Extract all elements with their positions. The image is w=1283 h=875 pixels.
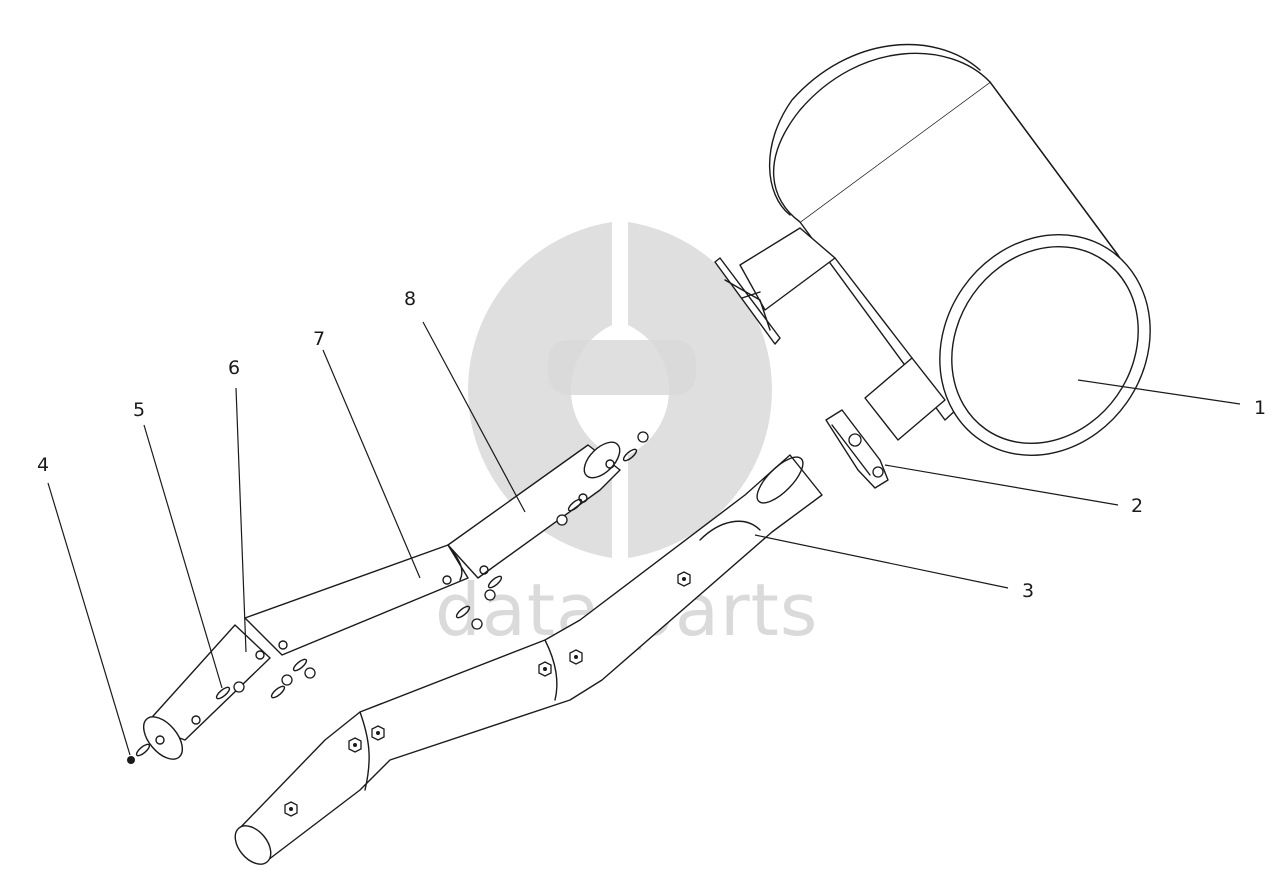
- muffler-front-rim: [939, 234, 1151, 456]
- callout-label-3: 3: [1022, 580, 1034, 602]
- callout-label-7: 7: [313, 328, 325, 350]
- watermark-logo-bar: [548, 340, 696, 395]
- leader-4: [47, 482, 131, 756]
- part-pipe-middle: [244, 544, 496, 686]
- leader-1: [1077, 379, 1241, 405]
- part-clamp: [825, 409, 889, 489]
- watermark-logo-right: [628, 222, 773, 558]
- muffler-flange: [714, 257, 781, 345]
- muffler-back-rim: [773, 52, 991, 223]
- callout-label-2: 2: [1131, 495, 1143, 517]
- callout-label-8: 8: [404, 288, 416, 310]
- leader-2: [884, 464, 1119, 506]
- callout-label-5: 5: [133, 399, 145, 421]
- leader-8: [422, 321, 526, 513]
- part-tailpipe: [234, 454, 823, 865]
- callout-label-1: 1: [1254, 397, 1266, 419]
- leader-5: [143, 424, 223, 689]
- callout-label-4: 4: [37, 454, 49, 476]
- part-muffler: [714, 43, 1151, 456]
- fasteners: [127, 448, 638, 764]
- leader-3: [754, 534, 1009, 589]
- callout-label-6: 6: [228, 357, 240, 379]
- callout-leaders: [47, 321, 1241, 756]
- callout-labels: 1 2 3 4 5 6 7 8: [37, 288, 1266, 602]
- leader-7: [322, 349, 421, 579]
- part-pipe-lower: [142, 624, 271, 760]
- part-pipe-upper: [447, 431, 649, 579]
- leader-6: [235, 387, 247, 653]
